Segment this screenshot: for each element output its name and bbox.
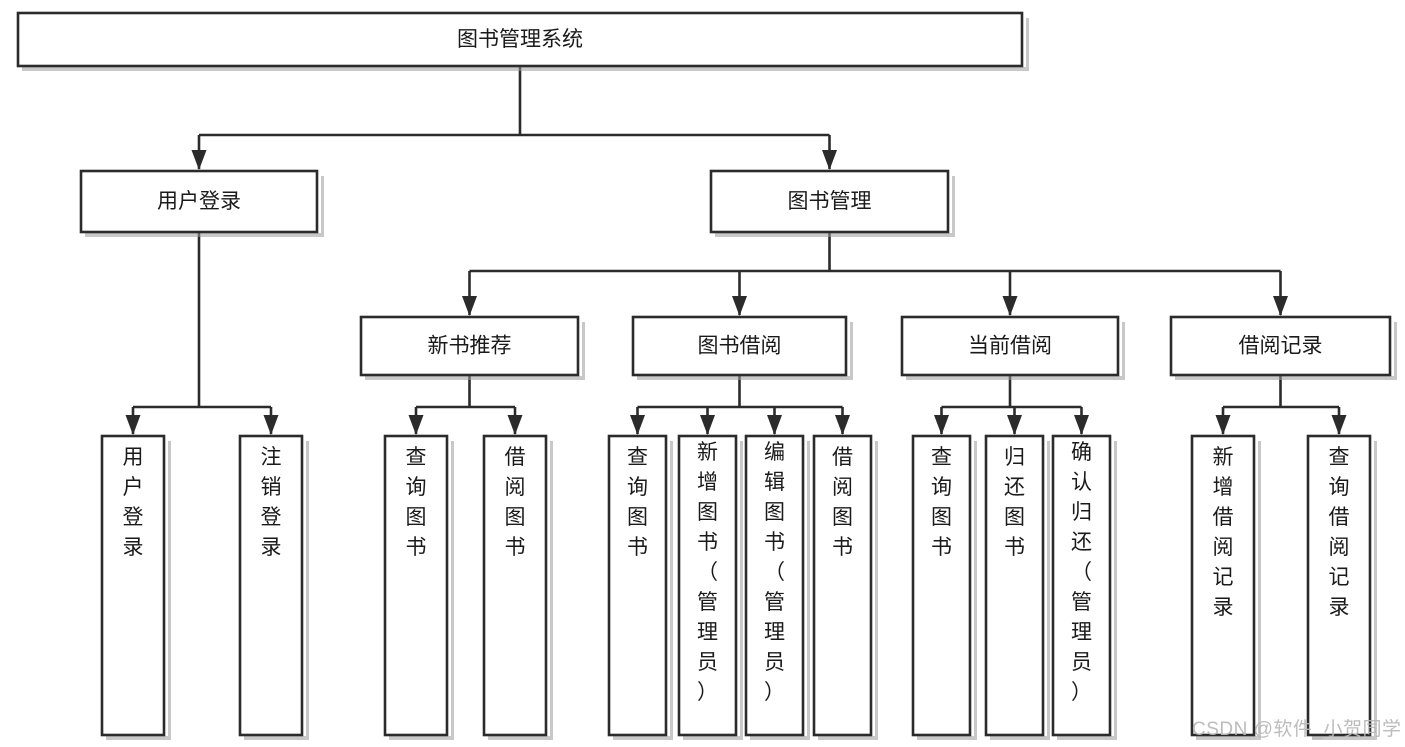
arrow-head-icon bbox=[934, 415, 949, 435]
node-label: 注销登录 bbox=[261, 446, 282, 559]
node-label: 借阅图书 bbox=[505, 446, 526, 559]
arrow-head-icon bbox=[822, 150, 837, 170]
node-box[interactable] bbox=[911, 434, 972, 737]
arrow-head-icon bbox=[835, 415, 850, 435]
node-label: 新增借阅记录 bbox=[1213, 446, 1234, 619]
node-box[interactable] bbox=[984, 434, 1045, 737]
node-label: 确认归还（管理员） bbox=[1071, 441, 1092, 704]
node-box[interactable] bbox=[607, 434, 668, 737]
arrow-head-icon bbox=[263, 415, 279, 435]
node-box[interactable] bbox=[1306, 434, 1372, 737]
node-box[interactable] bbox=[482, 434, 548, 737]
arrow-head-icon bbox=[1007, 415, 1022, 435]
node-box[interactable] bbox=[812, 434, 873, 737]
node-label: 当前借阅 bbox=[968, 335, 1052, 358]
node-box[interactable] bbox=[383, 434, 449, 737]
node-box[interactable] bbox=[709, 169, 950, 234]
node-label: 借阅记录 bbox=[1239, 335, 1323, 358]
node-user-login[interactable]: 用户登录 bbox=[79, 169, 324, 237]
node-leaf-return-book[interactable]: 归还图书 bbox=[984, 434, 1050, 740]
node-label: 借阅图书 bbox=[832, 446, 853, 559]
node-leaf-query-record[interactable]: 查询借阅记录 bbox=[1306, 434, 1377, 740]
node-layer: 图书管理系统用户登录图书管理新书推荐图书借阅当前借阅借阅记录用户登录注销登录查询… bbox=[16, 11, 1397, 740]
node-leaf-borrow-book-rec[interactable]: 借阅图书 bbox=[482, 434, 553, 740]
node-box[interactable] bbox=[1169, 315, 1392, 377]
node-box[interactable] bbox=[238, 434, 304, 737]
arrow-head-icon bbox=[462, 296, 477, 316]
node-leaf-query-book-borrow[interactable]: 查询图书 bbox=[607, 434, 673, 740]
node-box[interactable] bbox=[744, 434, 805, 737]
node-label: 新增图书（管理员） bbox=[697, 441, 718, 704]
node-book-borrow[interactable]: 图书借阅 bbox=[631, 315, 853, 380]
arrow-head-icon bbox=[1074, 415, 1089, 435]
arrow-head-icon bbox=[630, 415, 645, 435]
node-label: 用户登录 bbox=[123, 446, 144, 559]
arrow-head-icon bbox=[1215, 415, 1231, 435]
node-new-book-rec[interactable]: 新书推荐 bbox=[359, 315, 585, 380]
node-leaf-query-book-rec[interactable]: 查询图书 bbox=[383, 434, 454, 740]
node-box[interactable] bbox=[631, 315, 848, 377]
arrow-head-icon bbox=[1273, 296, 1288, 316]
node-leaf-add-book[interactable]: 新增图书（管理员） bbox=[677, 434, 743, 740]
arrow-head-icon bbox=[767, 415, 782, 435]
node-box[interactable] bbox=[900, 315, 1120, 377]
node-current-borrow[interactable]: 当前借阅 bbox=[900, 315, 1125, 380]
node-leaf-logout[interactable]: 注销登录 bbox=[238, 434, 309, 740]
arrow-head-icon bbox=[1331, 415, 1347, 435]
node-label: 图书管理系统 bbox=[457, 28, 583, 51]
connector-layer bbox=[125, 66, 1347, 435]
node-label: 查询图书 bbox=[406, 446, 427, 559]
node-leaf-query-book-cur[interactable]: 查询图书 bbox=[911, 434, 977, 740]
node-book-manage[interactable]: 图书管理 bbox=[709, 169, 955, 237]
node-label: 查询借阅记录 bbox=[1329, 446, 1350, 619]
node-leaf-user-login[interactable]: 用户登录 bbox=[100, 434, 171, 740]
node-label: 归还图书 bbox=[1004, 446, 1025, 559]
node-leaf-edit-book[interactable]: 编辑图书（管理员） bbox=[744, 434, 810, 740]
node-box[interactable] bbox=[1051, 434, 1112, 737]
arrow-head-icon bbox=[700, 415, 715, 435]
arrow-head-icon bbox=[191, 150, 207, 170]
node-leaf-confirm-return[interactable]: 确认归还（管理员） bbox=[1051, 434, 1117, 740]
node-label: 图书借阅 bbox=[698, 335, 782, 358]
node-root[interactable]: 图书管理系统 bbox=[16, 11, 1029, 71]
node-label: 用户登录 bbox=[157, 190, 241, 213]
node-label: 查询图书 bbox=[931, 446, 952, 559]
arrow-head-icon bbox=[507, 415, 523, 435]
node-box[interactable] bbox=[16, 11, 1024, 68]
node-leaf-add-record[interactable]: 新增借阅记录 bbox=[1190, 434, 1261, 740]
node-box[interactable] bbox=[677, 434, 738, 737]
arrow-head-icon bbox=[408, 415, 424, 435]
arrow-head-icon bbox=[1002, 296, 1018, 316]
node-label: 新书推荐 bbox=[428, 335, 512, 358]
node-borrow-record[interactable]: 借阅记录 bbox=[1169, 315, 1397, 380]
node-box[interactable] bbox=[79, 169, 319, 234]
node-label: 图书管理 bbox=[788, 190, 872, 213]
arrow-head-icon bbox=[732, 296, 747, 316]
node-box[interactable] bbox=[359, 315, 580, 377]
node-box[interactable] bbox=[100, 434, 166, 737]
node-label: 查询图书 bbox=[627, 446, 648, 559]
node-label: 编辑图书（管理员） bbox=[764, 441, 785, 704]
node-leaf-borrow-book[interactable]: 借阅图书 bbox=[812, 434, 878, 740]
arrow-head-icon bbox=[125, 415, 141, 435]
node-box[interactable] bbox=[1190, 434, 1256, 737]
